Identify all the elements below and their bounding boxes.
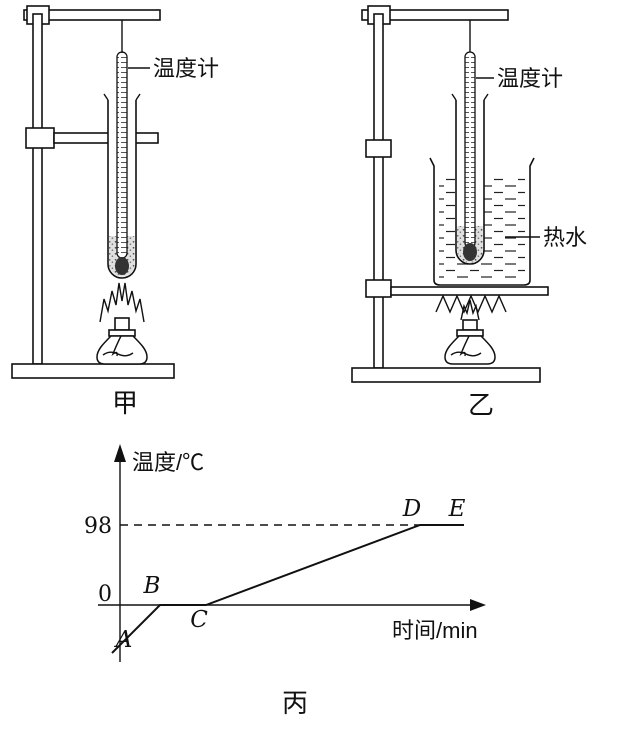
- y-axis-arrow-icon: [114, 444, 126, 462]
- alcohol-lamp-body: [444, 335, 496, 365]
- lamp-fuel-line: [450, 351, 482, 357]
- point-label-D: D: [402, 496, 421, 522]
- x-axis-arrow-icon: [470, 599, 486, 611]
- thermometer-bulb: [115, 257, 129, 275]
- middle-clamp-boss: [25, 127, 55, 149]
- thermometer-label-left: 温度计: [153, 56, 219, 81]
- lamp-fuel-line: [102, 351, 134, 357]
- caption-yi: 乙: [468, 390, 494, 420]
- support-platform: [390, 286, 549, 296]
- stand-base: [351, 367, 541, 383]
- caption-jia: 甲: [112, 388, 138, 418]
- wick-holder: [462, 319, 478, 331]
- alcohol-lamp-body: [96, 335, 148, 365]
- middle-clamp-boss: [365, 139, 392, 158]
- thermometer-stem: [116, 51, 128, 259]
- point-label-A: A: [114, 627, 133, 653]
- point-label-E: E: [448, 496, 466, 522]
- thermometer-label-right: 温度计: [497, 66, 563, 91]
- x-axis-label: 时间/min: [392, 618, 478, 643]
- clamp-arm: [53, 132, 159, 144]
- top-crossbar: [361, 9, 509, 21]
- top-crossbar: [23, 9, 161, 21]
- y-axis-label: 温度/℃: [132, 450, 204, 475]
- temperature-curve: [111, 524, 464, 654]
- point-label-B: B: [143, 573, 161, 599]
- wick-holder: [114, 317, 130, 331]
- caption-bing: 丙: [282, 688, 308, 718]
- stand-base: [11, 363, 175, 379]
- graph-bing: 98 0 温度/℃ 时间/min A B C D E 丙: [84, 444, 486, 718]
- flame-icon: [99, 282, 145, 323]
- test-tube-rim: [451, 93, 489, 101]
- thermometer-bulb: [463, 243, 477, 261]
- test-tube-rim: [103, 93, 141, 101]
- y-tick-98: 98: [84, 514, 112, 539]
- apparatus-jia: 温度计 甲: [11, 5, 219, 418]
- lamp-collar: [108, 329, 136, 337]
- point-label-C: C: [190, 607, 208, 633]
- lamp-flame-icon: [460, 299, 480, 321]
- apparatus-yi: 温度计 热水 乙: [351, 5, 587, 420]
- lower-clamp-boss: [365, 279, 392, 298]
- stand-pole: [373, 13, 384, 369]
- spread-flame-icon: [435, 294, 507, 314]
- lamp-collar: [456, 329, 484, 337]
- stand-pole: [32, 13, 43, 365]
- thermometer-stem: [464, 51, 476, 249]
- hot-water-label: 热水: [543, 225, 587, 250]
- origin-zero: 0: [98, 582, 112, 607]
